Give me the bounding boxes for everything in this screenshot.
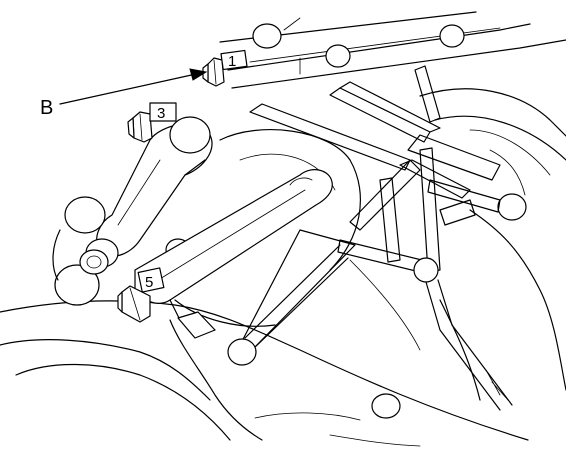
link-arm: [52, 116, 213, 306]
arrowhead-icon: [189, 68, 208, 81]
ribbed-lattice-frame: [239, 65, 513, 411]
lower-lever: [227, 244, 401, 419]
callout-5: 5: [145, 274, 153, 291]
upper-rail: [219, 11, 566, 89]
bolt-3: 3: [127, 102, 177, 143]
bolt-5: 5: [117, 267, 165, 323]
right-housing: [349, 88, 566, 401]
callout-3: 3: [157, 105, 165, 122]
lower-housing: [0, 300, 529, 447]
main-arm: [134, 169, 333, 339]
bolt-1: 1: [202, 49, 248, 87]
label-b: B: [40, 97, 53, 119]
pointer-b: B: [40, 68, 208, 119]
callout-1: 1: [228, 53, 236, 70]
lower-nut: [79, 238, 119, 275]
